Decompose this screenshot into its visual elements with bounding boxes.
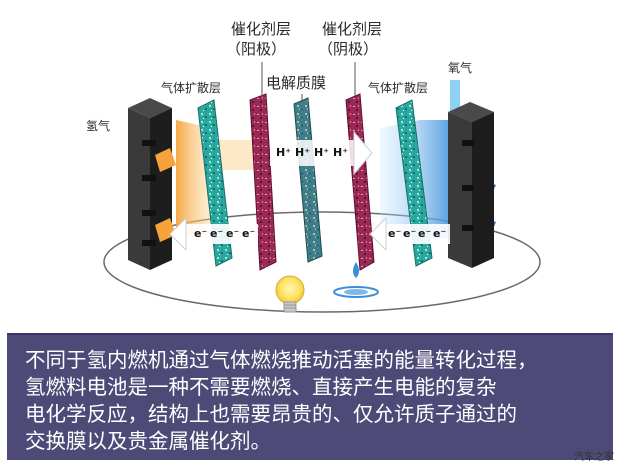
electron: e⁻ (403, 227, 417, 240)
label-membrane: 电解质膜 (266, 74, 327, 92)
electron: e⁻ (226, 227, 240, 240)
electron-arrow-left (169, 216, 258, 252)
label-cathode: （阴极） (318, 40, 379, 58)
electron-arrow-right (369, 216, 450, 252)
fuel-cell-diagram (103, 62, 541, 313)
label-hydrogen: 氢气 (86, 119, 111, 133)
caption-line-1: 不同于氢内燃机通过气体燃烧推动活塞的能量转化过程， (25, 348, 538, 372)
proton: H⁺ (333, 146, 349, 159)
electron: e⁻ (242, 227, 256, 240)
catalyst-anode (249, 93, 277, 271)
cathode-plate (448, 102, 494, 268)
external-circuit (103, 211, 541, 313)
caption-line-2: 氢燃料电池是一种不需要燃烧、直接产生电能的复杂 (25, 375, 497, 399)
watermark: 汽车之家 (574, 452, 614, 463)
electrolyte-membrane (293, 97, 323, 263)
label-catalyst-anode: 催化剂层 (231, 20, 292, 38)
electron: e⁻ (418, 227, 432, 240)
anode-plate (128, 98, 172, 270)
caption-line-3: 电化学反应，结构上也需要昂贵的、仅允许质子通过的 (25, 402, 517, 426)
caption-box: 不同于氢内燃机通过气体燃烧推动活塞的能量转化过程， 氢燃料电池是一种不需要燃烧、… (7, 333, 613, 460)
proton: H⁺ (276, 146, 292, 159)
proton: H⁺ (314, 146, 330, 159)
label-anode: （阳极） (226, 40, 287, 58)
caption-text: 不同于氢内燃机通过气体燃烧推动活塞的能量转化过程， 氢燃料电池是一种不需要燃烧、… (25, 347, 610, 455)
label-gdl-right: 气体扩散层 (368, 81, 429, 95)
proton: H⁺ (295, 146, 311, 159)
electron: e⁻ (388, 227, 402, 240)
electron: e⁻ (210, 227, 224, 240)
electron: e⁻ (194, 227, 208, 240)
label-oxygen: 氧气 (448, 61, 473, 75)
lightbulb-icon (275, 275, 305, 313)
label-catalyst-cathode: 催化剂层 (322, 20, 383, 38)
hydrogen-flow (155, 120, 262, 242)
catalyst-cathode (345, 93, 375, 271)
proton-arrow (270, 130, 373, 176)
label-gdl-left: 气体扩散层 (161, 81, 222, 95)
caption-line-4: 交换膜以及贵金属催化剂。 (25, 429, 271, 453)
water-drop-icon (333, 262, 379, 298)
electron: e⁻ (433, 227, 447, 240)
